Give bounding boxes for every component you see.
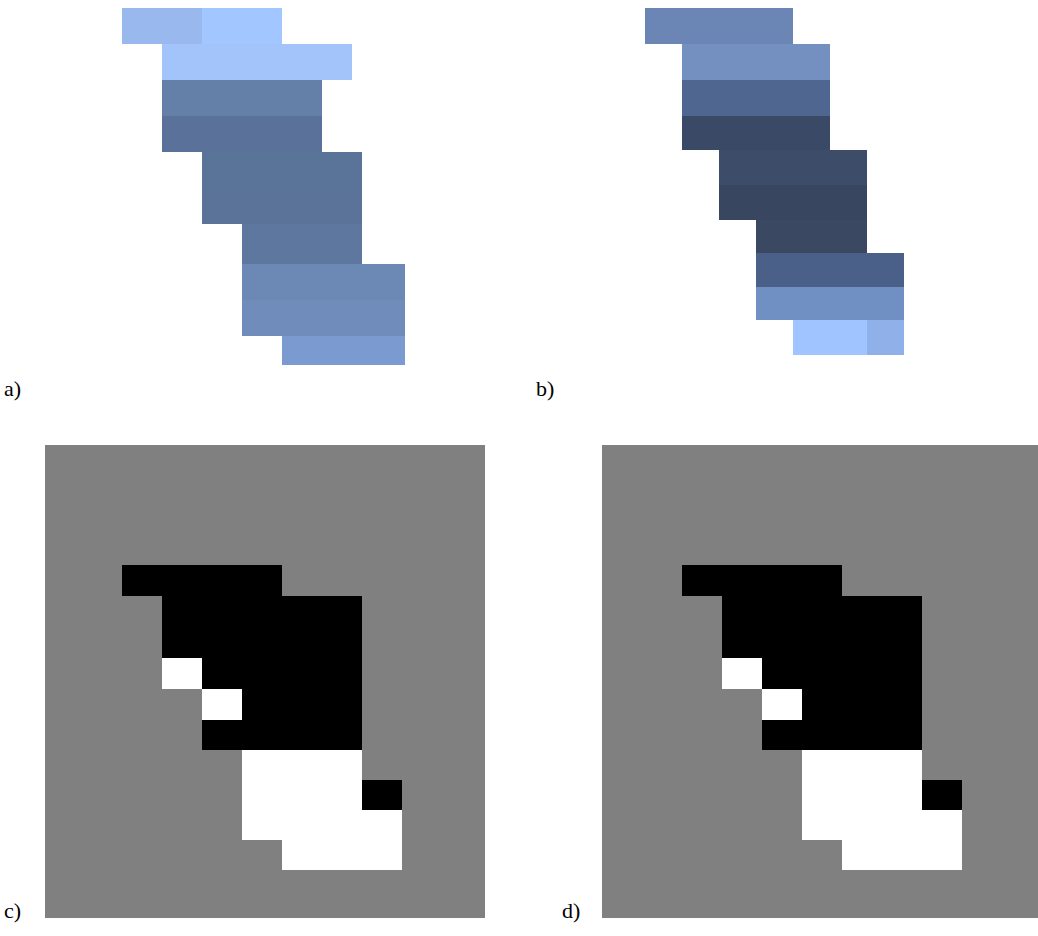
panel-d-mask: [602, 445, 1038, 918]
panel-label: b): [536, 376, 554, 402]
panel-a-pixels: [122, 8, 405, 365]
panel-label: d): [562, 898, 580, 924]
panel-c-mask: [45, 445, 485, 918]
panel-label: a): [4, 376, 21, 402]
panel-label: c): [4, 898, 21, 924]
panel-b-pixels: [645, 8, 904, 355]
